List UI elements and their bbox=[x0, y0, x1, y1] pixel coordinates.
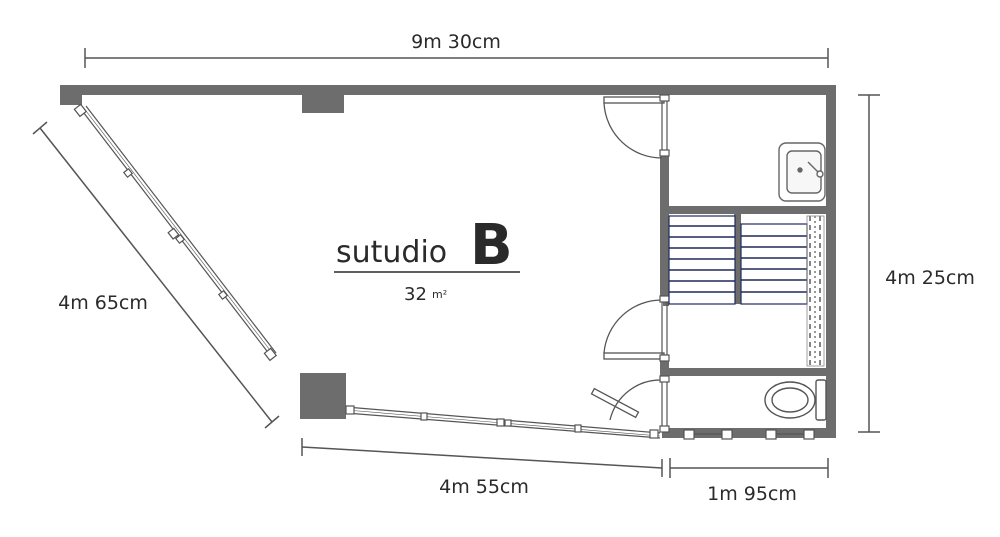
dimension-diagonal bbox=[32, 121, 280, 429]
studio-name: sutudio bbox=[336, 235, 447, 270]
door-top bbox=[603, 96, 665, 159]
diagonal-window bbox=[79, 105, 277, 356]
dimension-top bbox=[84, 48, 829, 68]
studio-area-value: 32 bbox=[404, 284, 427, 305]
dimension-bottom-right-label: 1m 95cm bbox=[707, 483, 797, 505]
staircase bbox=[668, 215, 825, 367]
door-frames bbox=[659, 94, 670, 433]
dimension-bottom-main-label: 4m 55cm bbox=[439, 476, 529, 498]
diagonal-window-frames bbox=[73, 103, 278, 362]
dimension-top-label: 9m 30cm bbox=[411, 31, 501, 53]
toilet-icon bbox=[764, 379, 827, 421]
dimension-right-label: 4m 25cm bbox=[885, 267, 975, 289]
bottom-window-frames bbox=[345, 405, 659, 439]
bathroom-window-frames bbox=[683, 429, 815, 440]
door-middle bbox=[603, 299, 665, 360]
dimension-right bbox=[858, 94, 880, 433]
dimension-bottom-main bbox=[301, 438, 663, 477]
studio-area-unit: m² bbox=[432, 288, 447, 301]
studio-letter: B bbox=[470, 213, 513, 278]
studio-title: sutudio B 32 m² bbox=[334, 213, 520, 305]
door-bathroom bbox=[590, 379, 663, 421]
sink-icon bbox=[778, 142, 826, 202]
walls bbox=[60, 85, 836, 438]
dimension-diagonal-label: 4m 65cm bbox=[58, 292, 148, 314]
dimension-bottom-right bbox=[669, 458, 829, 478]
